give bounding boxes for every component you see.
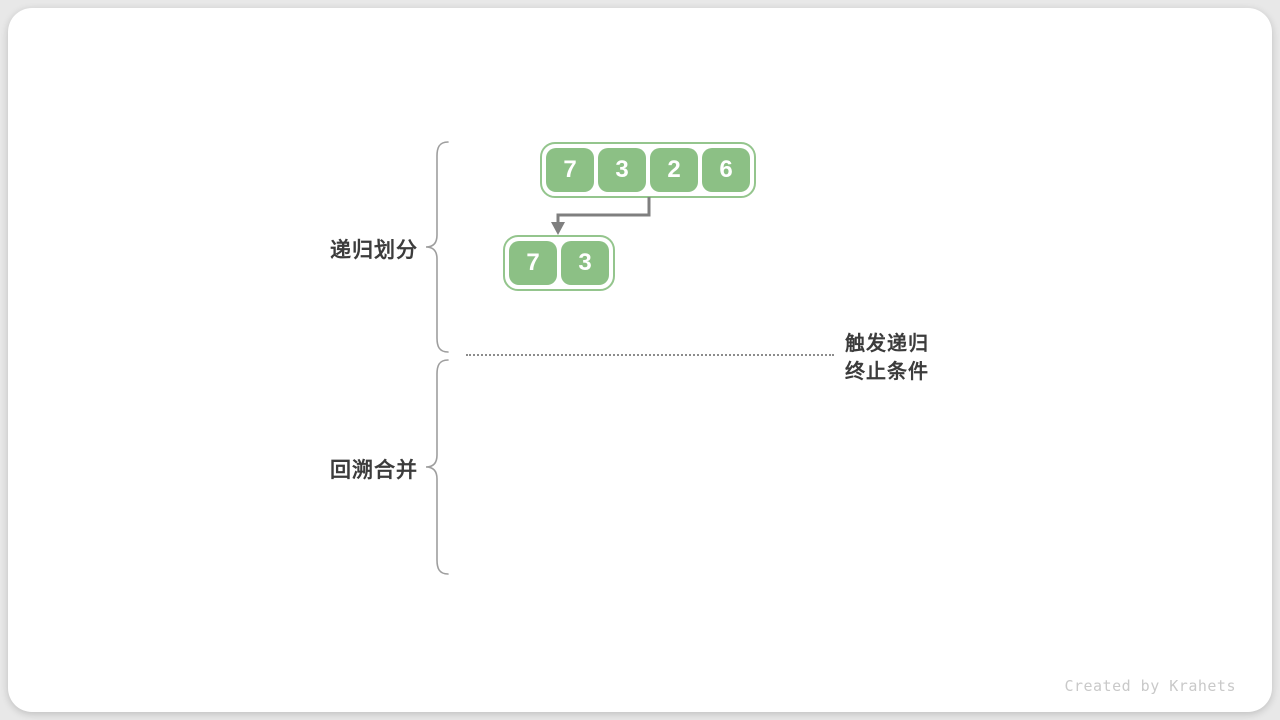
phase-label-backtrack-merge: 回溯合并 xyxy=(330,459,418,482)
array-level-2: 7 3 xyxy=(503,235,615,291)
division-arrow-icon xyxy=(551,197,651,235)
termination-note-line1: 触发递归 xyxy=(845,333,929,355)
array-cell: 2 xyxy=(650,148,698,192)
array-cell: 3 xyxy=(561,241,609,285)
brace-backtrack-merge-icon xyxy=(425,359,449,575)
array-cell: 7 xyxy=(509,241,557,285)
array-level-1: 7 3 2 6 xyxy=(540,142,756,198)
array-cell: 7 xyxy=(546,148,594,192)
diagram-card: 7 3 2 6 7 3 递归划分 回溯合并 触发递归 终止条件 Created … xyxy=(8,8,1272,712)
array-cell: 3 xyxy=(598,148,646,192)
termination-dotted-line xyxy=(466,354,834,356)
termination-note-line2: 终止条件 xyxy=(845,361,929,383)
termination-note: 触发递归 终止条件 xyxy=(845,330,929,386)
watermark-credit: Created by Krahets xyxy=(1064,677,1236,695)
brace-recursive-division-icon xyxy=(425,141,449,353)
array-cell: 6 xyxy=(702,148,750,192)
phase-label-recursive-division: 递归划分 xyxy=(330,239,418,262)
